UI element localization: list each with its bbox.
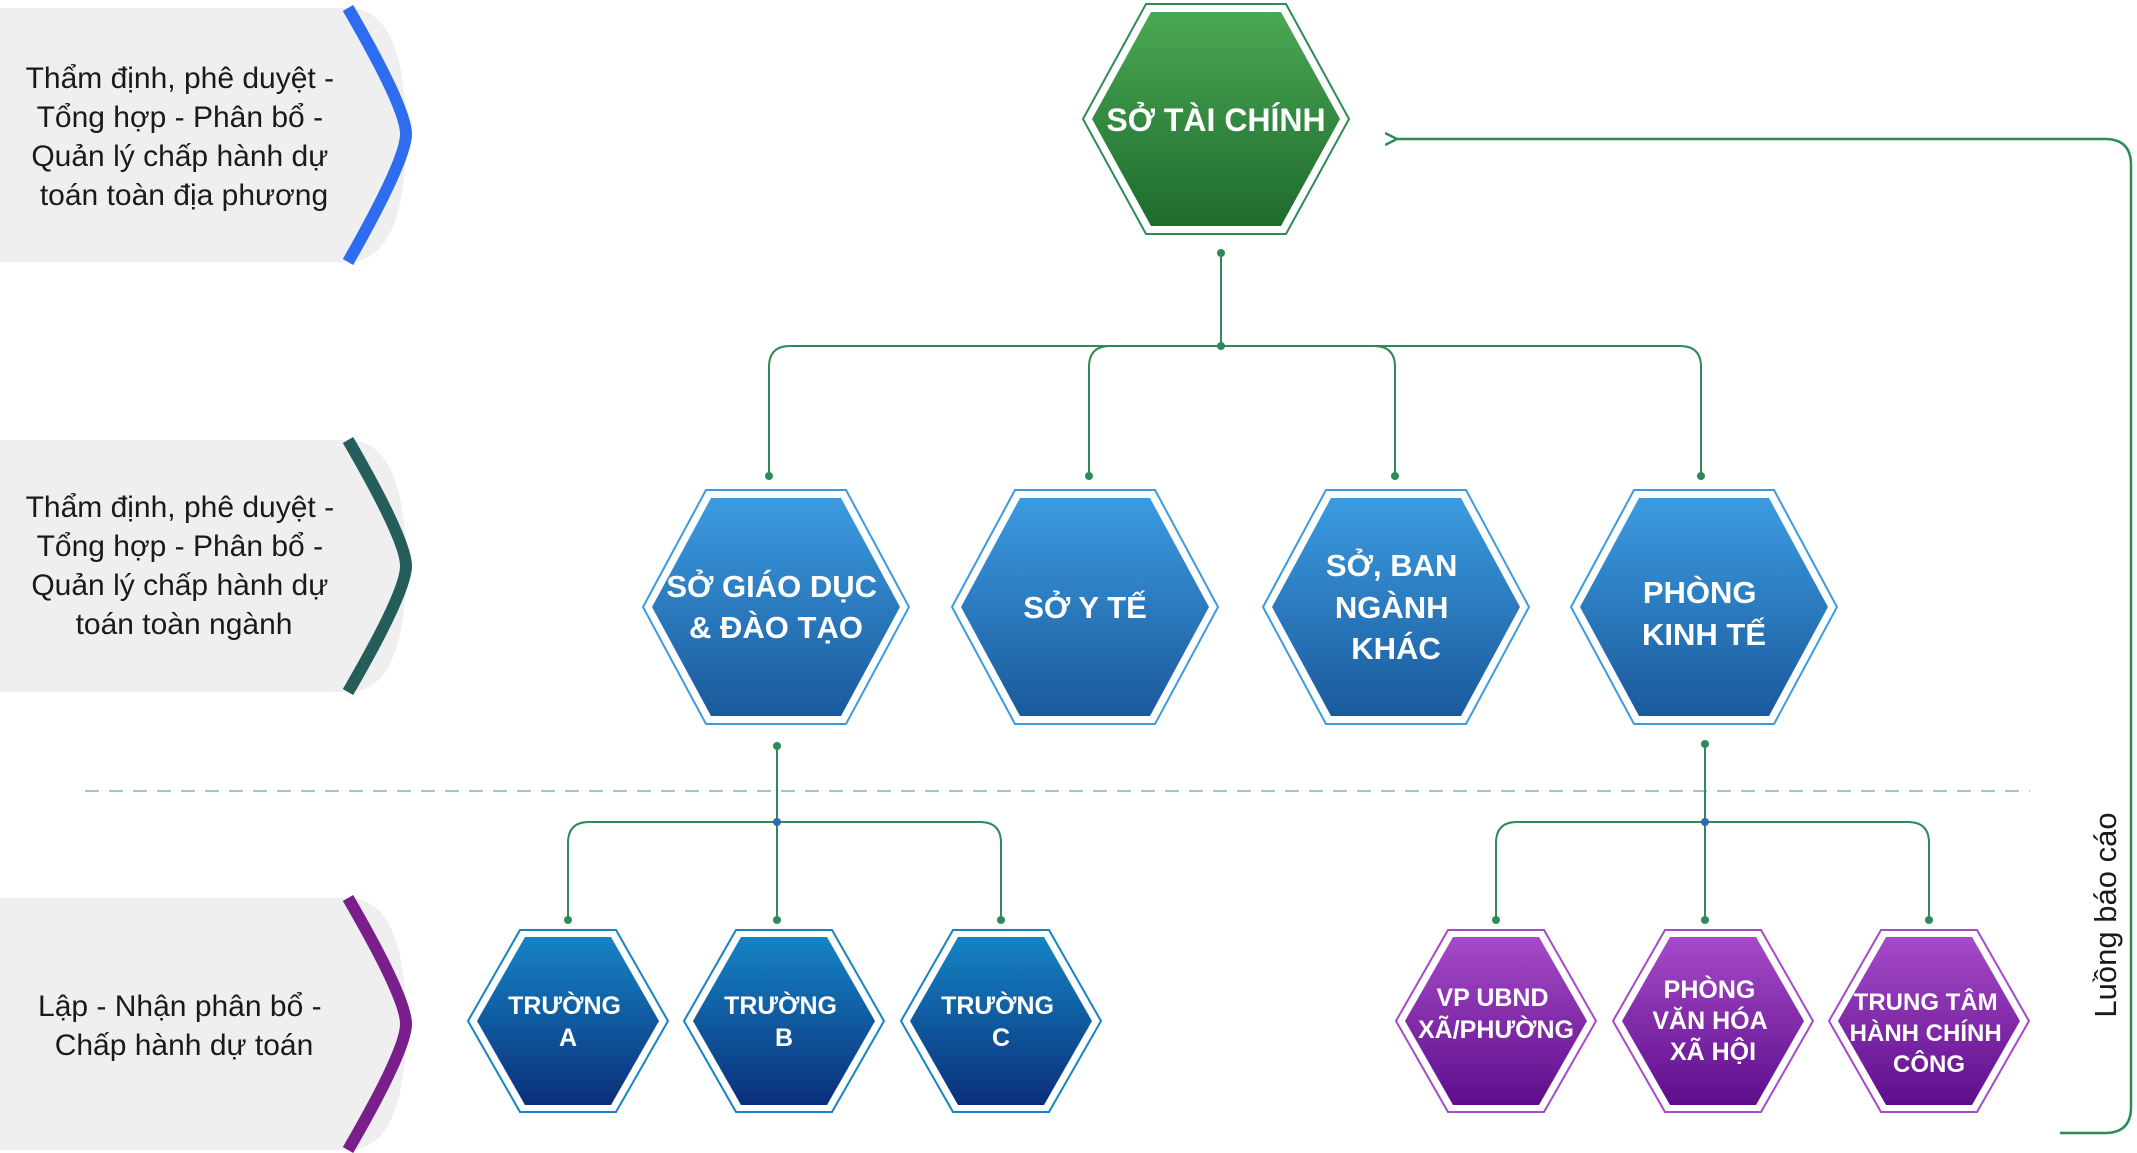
node-unit-culture[interactable]: PHÒNG VĂN HÓA XÃ HỘI	[1611, 929, 1815, 1113]
level-3-chevron	[342, 894, 413, 1153]
node-root[interactable]: SỞ TÀI CHÍNH	[1081, 3, 1351, 235]
node-dept-education-label: SỞ GIÁO DỤC & ĐÀO TẠO	[666, 568, 885, 645]
level-2-label: Thẩm định, phê duyệt - Tổng hợp - Phân b…	[26, 491, 343, 641]
node-dept-other[interactable]: SỞ, BAN NGÀNH KHÁC	[1261, 489, 1531, 725]
level-panel-3: Lập - Nhận phân bổ - Chấp hành dự toán	[0, 894, 413, 1153]
node-dept-economy[interactable]: PHÒNG KINH TẾ	[1569, 489, 1839, 725]
node-dept-other-label: SỞ, BAN NGÀNH KHÁC	[1326, 547, 1466, 666]
report-flow-label: Luồng báo cáo	[2088, 812, 2123, 1017]
node-school-c[interactable]: TRƯỜNG C	[899, 929, 1103, 1113]
node-unit-ward-office-label: VP UBND XÃ/PHƯỜNG	[1418, 984, 1574, 1044]
node-school-a[interactable]: TRƯỜNG A	[466, 929, 670, 1113]
node-school-c-label: TRƯỜNG C	[941, 990, 1061, 1052]
node-unit-ward-office[interactable]: VP UBND XÃ/PHƯỜNG	[1394, 929, 1598, 1113]
node-dept-education[interactable]: SỞ GIÁO DỤC & ĐÀO TẠO	[641, 489, 911, 725]
report-flow-arrow	[1397, 139, 2133, 1135]
level-1-chevron	[342, 4, 413, 265]
node-unit-public-service-label: TRUNG TÂM HÀNH CHÍNH CÔNG	[1850, 988, 2009, 1078]
node-dept-health-label: SỞ Y TẾ	[1023, 589, 1147, 625]
node-unit-public-service[interactable]: TRUNG TÂM HÀNH CHÍNH CÔNG	[1827, 929, 2031, 1113]
connector-dots-units	[1492, 740, 1933, 924]
connectors-schools	[567, 746, 1002, 920]
node-root-label: SỞ TÀI CHÍNH	[1106, 102, 1325, 138]
connectors-root	[768, 253, 1702, 476]
node-school-b[interactable]: TRƯỜNG B	[682, 929, 886, 1113]
node-dept-health[interactable]: SỞ Y TẾ	[950, 489, 1220, 725]
connector-dots-schools	[564, 742, 1005, 924]
connector-dots-root	[765, 249, 1705, 480]
level-1-label: Thẩm định, phê duyệt - Tổng hợp - Phân b…	[26, 62, 343, 212]
level-2-chevron	[342, 436, 413, 696]
level-panel-1: Thẩm định, phê duyệt - Tổng hợp - Phân b…	[0, 4, 413, 265]
level-panel-2: Thẩm định, phê duyệt - Tổng hợp - Phân b…	[0, 436, 413, 696]
node-school-a-label: TRƯỜNG A	[508, 990, 628, 1052]
node-school-b-label: TRƯỜNG B	[724, 990, 844, 1052]
level-3-label: Lập - Nhận phân bổ - Chấp hành dự toán	[38, 990, 330, 1062]
node-unit-culture-label: PHÒNG VĂN HÓA XÃ HỘI	[1652, 974, 1773, 1066]
node-dept-economy-label: PHÒNG KINH TẾ	[1642, 574, 1766, 652]
connectors-units	[1495, 744, 1930, 920]
